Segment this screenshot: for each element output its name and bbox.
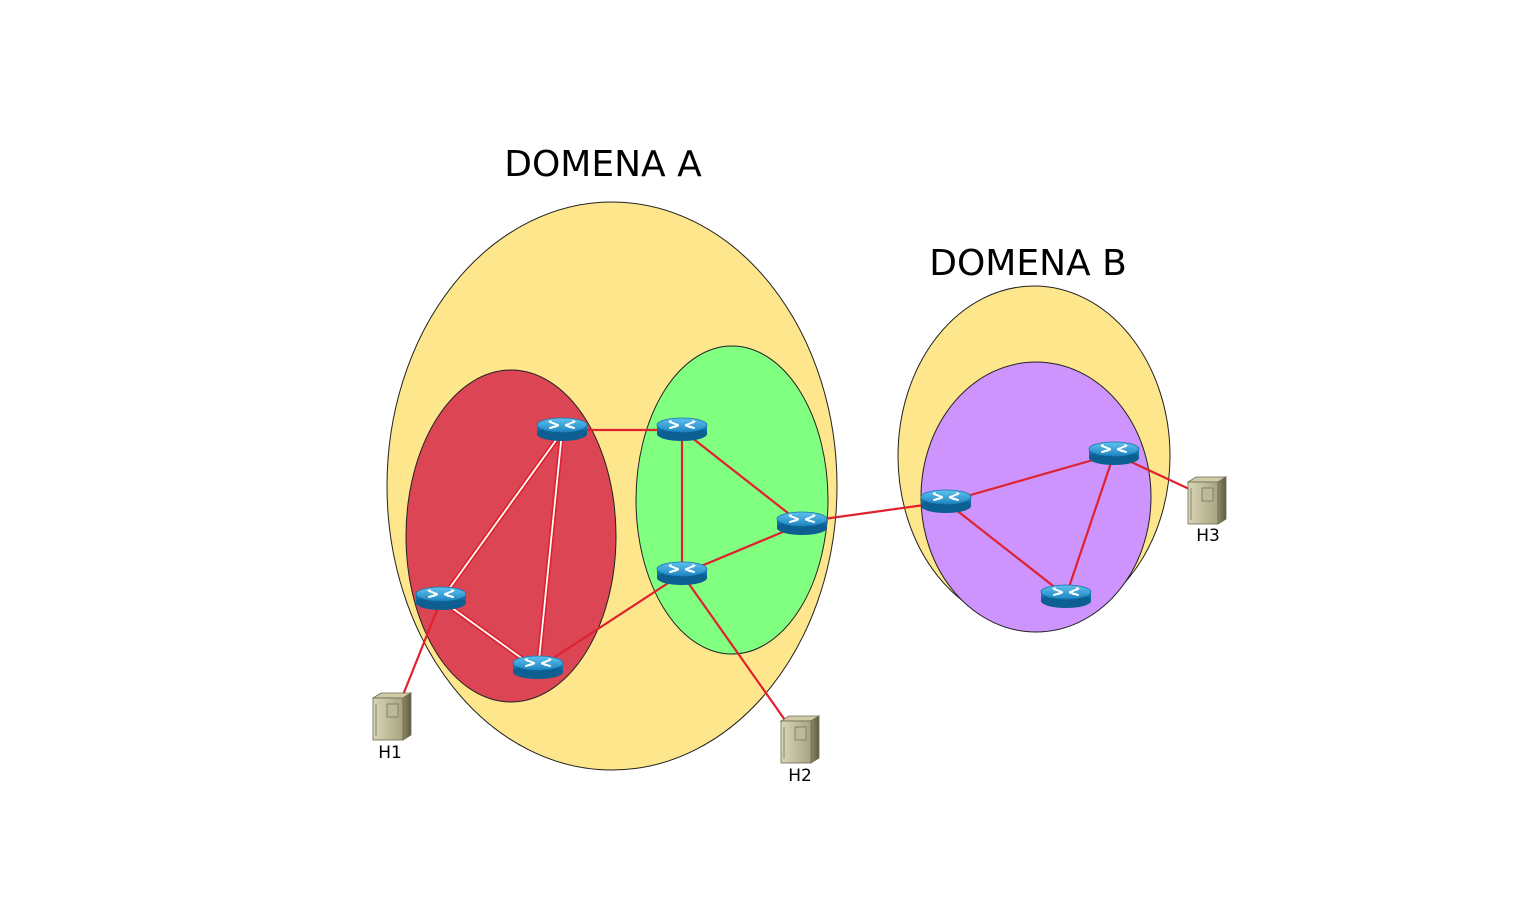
host-h1: H1	[372, 692, 412, 763]
host-h2-label: H2	[788, 766, 812, 786]
router-icon	[512, 655, 564, 680]
host-h3: H3	[1187, 476, 1227, 546]
host-h3-label: H3	[1196, 526, 1220, 546]
router-icon	[920, 489, 972, 514]
router-icon	[656, 417, 708, 442]
server-icon	[1187, 476, 1227, 525]
router-icon	[656, 561, 708, 586]
router-icon	[1040, 584, 1092, 609]
domain-a-title: DOMENA A	[504, 144, 702, 185]
domain-b-title: DOMENA B	[929, 243, 1127, 284]
router-icon	[536, 417, 588, 442]
router-icon	[415, 586, 467, 611]
router-icon	[1088, 441, 1140, 466]
server-icon	[372, 692, 412, 741]
server-icon	[780, 715, 820, 764]
router-icon	[776, 511, 828, 536]
host-h2: H2	[780, 715, 820, 786]
red-area	[405, 369, 617, 703]
host-h1-label: H1	[378, 743, 402, 763]
green-area	[635, 345, 829, 655]
